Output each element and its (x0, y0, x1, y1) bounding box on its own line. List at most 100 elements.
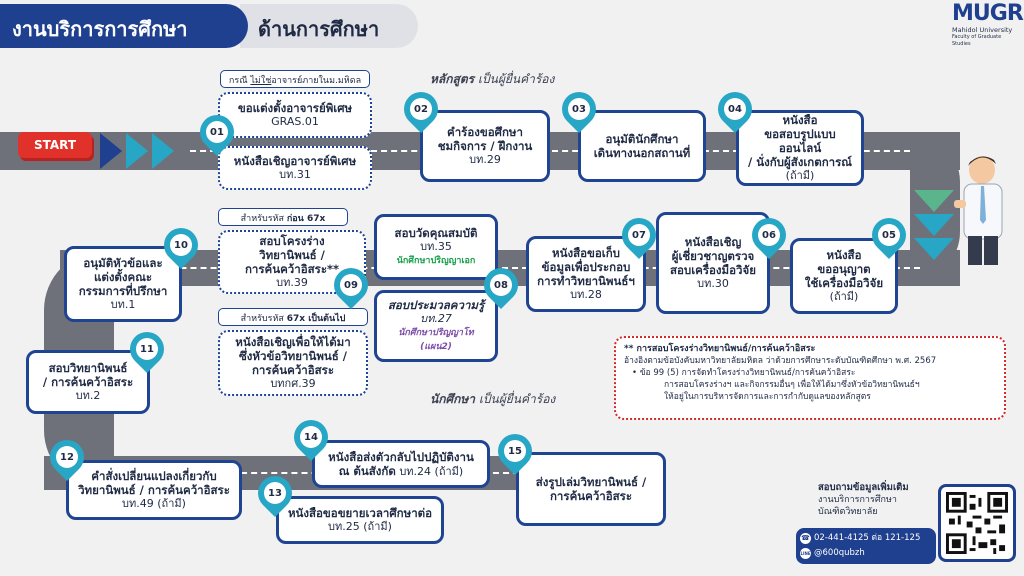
step01-card1-title: ขอแต่งตั้งอาจารย์พิเศษ (237, 101, 353, 115)
step12-card: คำสั่งเปลี่ยนแปลงเกี่ยวกับ วิทยานิพนธ์ /… (66, 460, 242, 520)
qr-code-icon[interactable] (946, 492, 1008, 554)
step02-code: บท.29 (469, 153, 501, 166)
chevron-down-2-icon (914, 214, 954, 236)
step04-num: 04 (724, 98, 746, 120)
step07-line2: ข้อมูลเพื่อประกอบ (541, 260, 631, 274)
step13-num: 13 (264, 482, 286, 504)
step08-card2-tag2: (แผน2) (420, 342, 452, 352)
contact-line1: งานบริการการศึกษา (818, 495, 897, 505)
chevron-down-1-icon (914, 190, 954, 212)
step02-card: คำร้องขอศึกษา ชมกิจการ / ฝึกงาน บท.29 (420, 110, 550, 182)
mugr-logo: MUGR Mahidol University Faculty of Gradu… (952, 2, 1024, 48)
step08-card-comprehensive: สอบประมวลความรู้ บท.27 นักศึกษาปริญญาโท … (374, 290, 498, 362)
logo-sub2: Faculty of Graduate Studies (952, 34, 1002, 47)
step09-card2-code: บทกศ.39 (270, 377, 316, 390)
step01-note-underline: ไม่ใช่ (250, 76, 272, 86)
step06-line3: สอบเครื่องมือวิจัย (670, 263, 756, 277)
contact-line-id[interactable]: @600qubzh (814, 548, 865, 558)
step13-card: หนังสือขอขยายเวลาศึกษาต่อ บท.25 (ถ้ามี) (276, 496, 444, 544)
step12-line2: วิทยานิพนธ์ / การค้นคว้าอิสระ (78, 483, 230, 497)
step11-line1: สอบวิทยานิพนธ์ (48, 361, 128, 375)
step10-code: บท.1 (110, 298, 136, 311)
step11-line2: / การค้นคว้าอิสระ (42, 375, 134, 389)
step02-line2: ชมกิจการ / ฝึกงาน (437, 139, 533, 153)
step12-line1: คำสั่งเปลี่ยนแปลงเกี่ยวกับ (91, 469, 217, 483)
footnote-line1: อ้างอิงตามข้อบังคับมหาวิทยาลัยมหิดล ว่าด… (624, 356, 937, 366)
section-curriculum-bold: หลักสูตร (430, 72, 475, 86)
step09-card1-l2: วิทยานิพนธ์ / (259, 248, 325, 262)
step04-line1: หนังสือ (782, 113, 818, 127)
step09-card2-l1: หนังสือเชิญเพื่อให้ได้มา (235, 335, 351, 349)
step07-line1: หนังสือขอเก็บ (552, 246, 620, 260)
line-app-icon: LINE (800, 548, 811, 559)
contact-pill: ☎02-441-4125 ต่อ 121-125 LINE@600qubzh (796, 528, 936, 564)
step10-card: อนุมัติหัวข้อและ แต่งตั้งคณะ กรรมการที่ป… (64, 246, 182, 322)
start-badge: START (18, 132, 92, 158)
step14-line1: หนังสือส่งตัวกลับไปปฏิบัติงาน (328, 449, 474, 464)
contact-title: สอบถามข้อมูลเพิ่มเติม (818, 482, 909, 493)
step09-card1-l1: สอบโครงร่าง (259, 234, 325, 248)
footnote-line2: • ข้อ 99 (5) การจัดทำโครงร่างวิทยานิพนธ์… (632, 368, 856, 378)
step01-card2-title: หนังสือเชิญอาจารย์พิเศษ (233, 154, 357, 168)
step14-line2-rest: บท.24 (ถ้ามี) (395, 464, 464, 478)
contact-line2: บัณฑิตวิทยาลัย (818, 507, 878, 517)
chevron-3-icon (152, 133, 174, 169)
step05-num: 05 (878, 224, 900, 246)
step13-line1: หนังสือขอขยายเวลาศึกษาต่อ (287, 506, 433, 520)
step05-line2: ขออนุญาต (817, 262, 871, 276)
step01-card-invitation: หนังสือเชิญอาจารย์พิเศษ บท.31 (218, 146, 372, 190)
step08-card1-code: บท.35 (420, 240, 452, 253)
step14-card: หนังสือส่งตัวกลับไปปฏิบัติงาน ณ ต้นสังกั… (312, 440, 490, 488)
step11-card: สอบวิทยานิพนธ์ / การค้นคว้าอิสระ บท.2 (26, 350, 150, 414)
line-row: LINE@600qubzh (800, 546, 932, 561)
step07-card: หนังสือขอเก็บ ข้อมูลเพื่อประกอบ การทำวิท… (526, 236, 646, 312)
step10-num: 10 (170, 234, 192, 256)
step08-card1-tag: นักศึกษาปริญญาเอก (396, 256, 476, 266)
step01-card-special-lecturer: ขอแต่งตั้งอาจารย์พิเศษ GRAS.01 (218, 92, 372, 138)
step04-code: (ถ้ามี) (785, 169, 815, 182)
contact-block: สอบถามข้อมูลเพิ่มเติม งานบริการการศึกษา … (818, 482, 938, 518)
header-title-left: งานบริการการศึกษา (12, 17, 188, 41)
presenter-person-icon (954, 156, 1003, 265)
step09-note-after: สำหรับรหัส 67x เป็นต้นไป (218, 308, 368, 326)
step11-num: 11 (136, 338, 158, 360)
section-student-rest: เป็นผู้ยื่นคำร้อง (475, 392, 556, 406)
step15-card: ส่งรูปเล่มวิทยานิพนธ์ / การค้นคว้าอิสระ (516, 452, 666, 526)
step09-card1-code: บท.39 (276, 276, 308, 289)
step01-note: กรณี ไม่ใช่อาจารย์ภายในม.มหิดล (220, 70, 370, 88)
step09-note1-prefix: สำหรับรหัส (240, 214, 287, 224)
road-top-dash (190, 150, 910, 152)
step12-num: 12 (56, 446, 78, 468)
step05-code: (ถ้ามี) (829, 290, 859, 303)
footnote-box: ** การสอบโครงร่างวิทยานิพนธ์/การค้นคว้าอ… (614, 336, 1006, 420)
header-subtitle-pill (240, 4, 418, 48)
step08-card1-title: สอบวัดคุณสมบัติ (394, 226, 478, 240)
step13-code: บท.25 (ถ้ามี) (328, 520, 392, 533)
step06-line1: หนังสือเชิญ (684, 235, 742, 249)
step08-card2-title: สอบประมวลความรู้ (387, 298, 485, 312)
chevron-down-3-icon (914, 238, 954, 260)
step01-card2-code: บท.31 (279, 168, 311, 181)
step06-card: หนังสือเชิญ ผู้เชี่ยวชาญตรวจ สอบเครื่องม… (656, 212, 770, 314)
step04-card: หนังสือ ขอสอบรูปแบบออนไลน์ / นั่งกับผู้ส… (736, 110, 864, 186)
step04-line2: ขอสอบรูปแบบออนไลน์ (764, 127, 836, 155)
step07-num: 07 (628, 224, 650, 246)
header-title-bar (0, 4, 248, 48)
step15-line1: ส่งรูปเล่มวิทยานิพนธ์ / (535, 475, 647, 489)
contact-phone[interactable]: 02-441-4125 ต่อ 121-125 (814, 533, 921, 543)
step03-num: 03 (568, 98, 590, 120)
step03-line2: เดินทางนอกสถานที่ (593, 146, 691, 160)
step15-num: 15 (504, 440, 526, 462)
step02-line1: คำร้องขอศึกษา (447, 125, 523, 139)
step09-note2-prefix: สำหรับรหัส (240, 314, 287, 324)
step07-code: บท.28 (570, 288, 602, 301)
step06-code: บท.30 (697, 277, 729, 290)
step09-card2-l3: การค้นคว้าอิสระ (251, 363, 335, 377)
step09-card-topic-invitation: หนังสือเชิญเพื่อให้ได้มา ซึ่งหัวข้อวิทยา… (218, 330, 368, 396)
step01-num: 01 (206, 121, 228, 143)
step08-card2-code: บท.27 (420, 312, 452, 325)
step01-note-suffix: อาจารย์ภายในม.มหิดล (271, 76, 362, 86)
step03-line1: อนุมัตินักศึกษา (605, 132, 679, 146)
step10-line3: กรรมการที่ปรึกษา (78, 284, 168, 298)
